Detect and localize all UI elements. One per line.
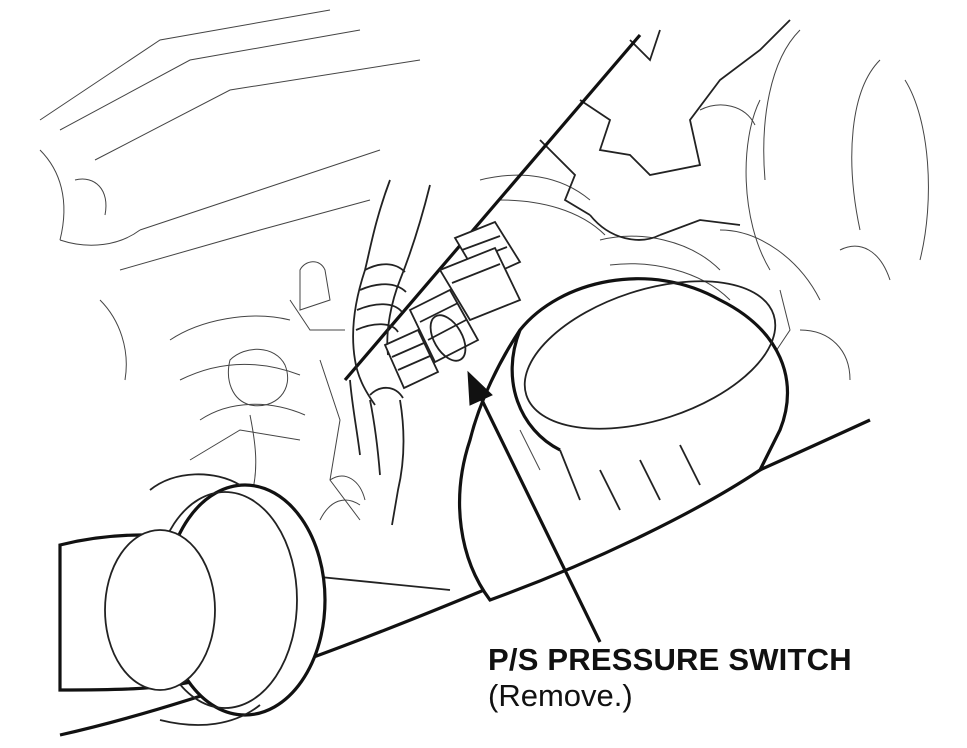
rubber-mount xyxy=(58,473,361,726)
ps-hoses xyxy=(349,179,431,526)
callout-title: P/S PRESSURE SWITCH xyxy=(488,642,852,677)
background-engine-details xyxy=(39,9,929,521)
pressure-switch xyxy=(383,220,522,390)
leader-arrow xyxy=(467,370,602,643)
callout-note: (Remove.) xyxy=(488,678,633,714)
pressure-switch-callout: P/S PRESSURE SWITCH (Remove.) xyxy=(488,642,852,714)
upper-right-panel xyxy=(539,19,791,241)
